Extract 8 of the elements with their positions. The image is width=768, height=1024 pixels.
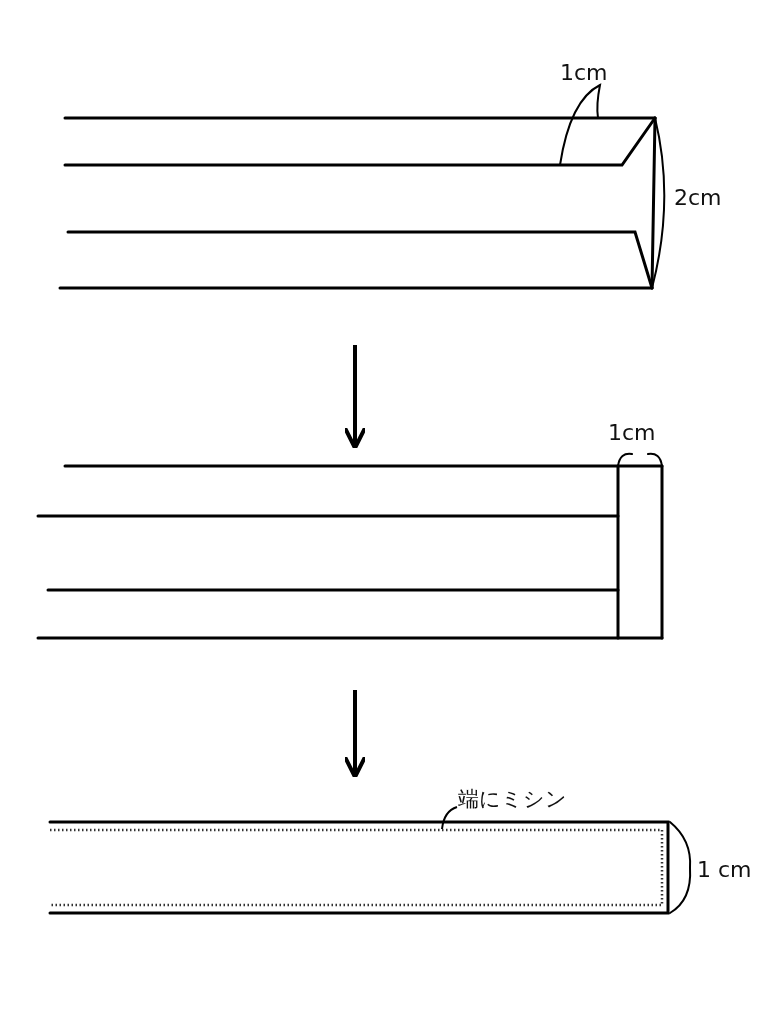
- arrow: [343, 690, 367, 779]
- dimension-label: 1cm: [560, 60, 608, 87]
- dimension-label: 1 cm: [697, 857, 752, 884]
- dimension-label: 1cm: [608, 420, 656, 447]
- dimension-label: 2cm: [674, 185, 722, 212]
- leader-line: [441, 806, 458, 830]
- stitch-line: [50, 828, 664, 907]
- arrow: [343, 345, 367, 450]
